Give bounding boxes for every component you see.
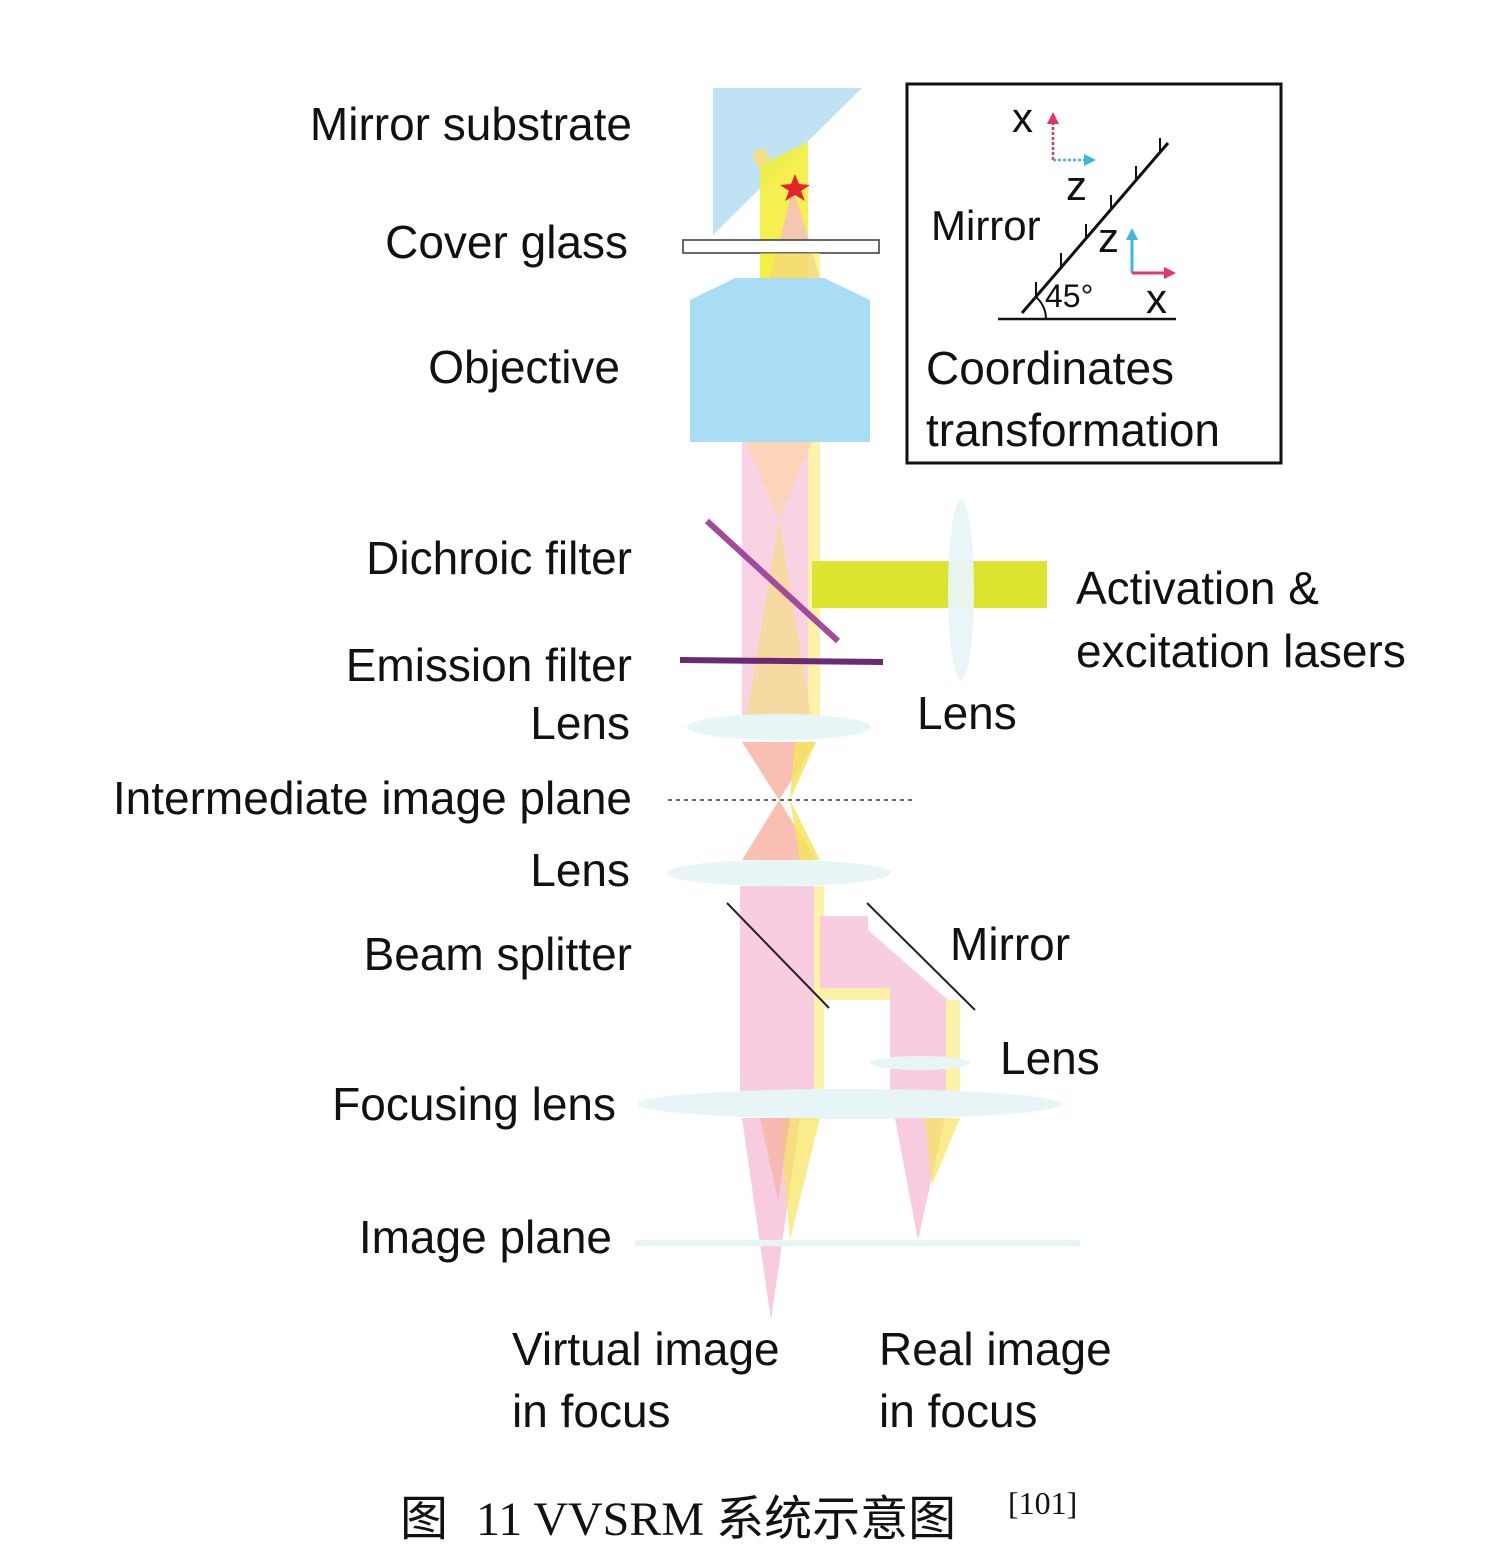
virtual-cone-yellow xyxy=(780,1118,820,1240)
inset-angle: 45° xyxy=(1045,278,1093,314)
label-mirror-substrate: Mirror substrate xyxy=(310,98,632,150)
arrow-up-icon xyxy=(1047,112,1059,124)
label-activation-line1: Activation & xyxy=(1076,562,1319,614)
label-image-plane: Image plane xyxy=(359,1211,612,1263)
objective-body xyxy=(690,300,870,442)
inset-mirror: Mirror xyxy=(931,202,1041,249)
mirror-right xyxy=(866,902,976,1011)
figure-caption-ref: [101] xyxy=(1008,1485,1077,1521)
arrow-up-icon xyxy=(1126,228,1138,240)
beam-left-pink xyxy=(740,886,820,1096)
inset-z-top: z xyxy=(1066,162,1087,209)
inset-mirror-line xyxy=(1020,142,1170,314)
diverge-yellow xyxy=(790,800,820,860)
lens-right xyxy=(870,1056,970,1070)
inset-x-top: x xyxy=(1012,94,1033,141)
real-cone-yellow xyxy=(925,1118,960,1185)
label-mirror-right: Mirror xyxy=(950,918,1070,970)
virtual-cone-peach xyxy=(760,1118,790,1200)
label-virtual-line1: Virtual image xyxy=(512,1323,780,1375)
inset-x-bottom: x xyxy=(1146,275,1167,322)
beam-split-yellow-top xyxy=(820,988,890,1000)
main-beam-peach xyxy=(746,442,812,520)
label-beam-splitter: Beam splitter xyxy=(364,928,632,980)
label-focusing-lens: Focusing lens xyxy=(332,1078,616,1130)
focusing-lens xyxy=(638,1089,1062,1119)
cover-glass xyxy=(682,239,880,254)
beam-split-pink xyxy=(820,916,948,1096)
angle-arc xyxy=(1035,296,1047,320)
objective-top xyxy=(690,278,870,300)
label-lens-1: Lens xyxy=(530,697,630,749)
label-activation-line2: excitation lasers xyxy=(1076,625,1406,677)
label-lens-right: Lens xyxy=(1000,1032,1100,1084)
inset-title-line1: Coordinates xyxy=(926,342,1174,394)
label-cover-glass: Cover glass xyxy=(385,216,628,268)
lens-2 xyxy=(667,860,891,886)
figure-caption: 11 VVSRM 系统示意图 xyxy=(476,1493,956,1546)
label-real-line2: in focus xyxy=(879,1385,1038,1437)
mirror-hatch xyxy=(1035,138,1161,297)
inset-z-bottom: z xyxy=(1098,214,1119,261)
arrow-right-icon xyxy=(1164,267,1176,279)
arrow-right-icon xyxy=(1084,154,1096,166)
virtual-fluorophore xyxy=(753,149,769,165)
lens-1 xyxy=(687,714,871,740)
label-objective: Objective xyxy=(428,341,620,393)
beam-above-objective xyxy=(760,253,820,278)
main-beam-yellow-cone xyxy=(746,520,812,720)
beam-splitter xyxy=(726,902,830,1009)
label-real-line1: Real image xyxy=(879,1323,1112,1375)
beam-right-yellow xyxy=(946,1000,960,1096)
figure-caption-prefix: 图 xyxy=(400,1493,448,1546)
label-dichroic-filter: Dichroic filter xyxy=(366,532,632,584)
label-intermediate-image-plane: Intermediate image plane xyxy=(113,772,632,824)
coordinates-inset xyxy=(905,82,1283,465)
converge-yellow xyxy=(790,742,816,800)
label-emission-filter: Emission filter xyxy=(346,639,632,691)
label-lens-2: Lens xyxy=(530,844,630,896)
activation-laser-beam xyxy=(812,561,1047,608)
fluorophore-star xyxy=(780,174,810,201)
label-virtual-line2: in focus xyxy=(512,1385,671,1437)
beam-left-yellow xyxy=(814,886,824,1096)
dichroic-filter xyxy=(704,518,841,644)
laser-lens xyxy=(948,500,974,680)
emission-filter xyxy=(679,657,884,665)
label-laser-lens: Lens xyxy=(917,687,1017,739)
image-plane xyxy=(635,1240,1080,1246)
inset-title-line2: transformation xyxy=(926,404,1220,456)
